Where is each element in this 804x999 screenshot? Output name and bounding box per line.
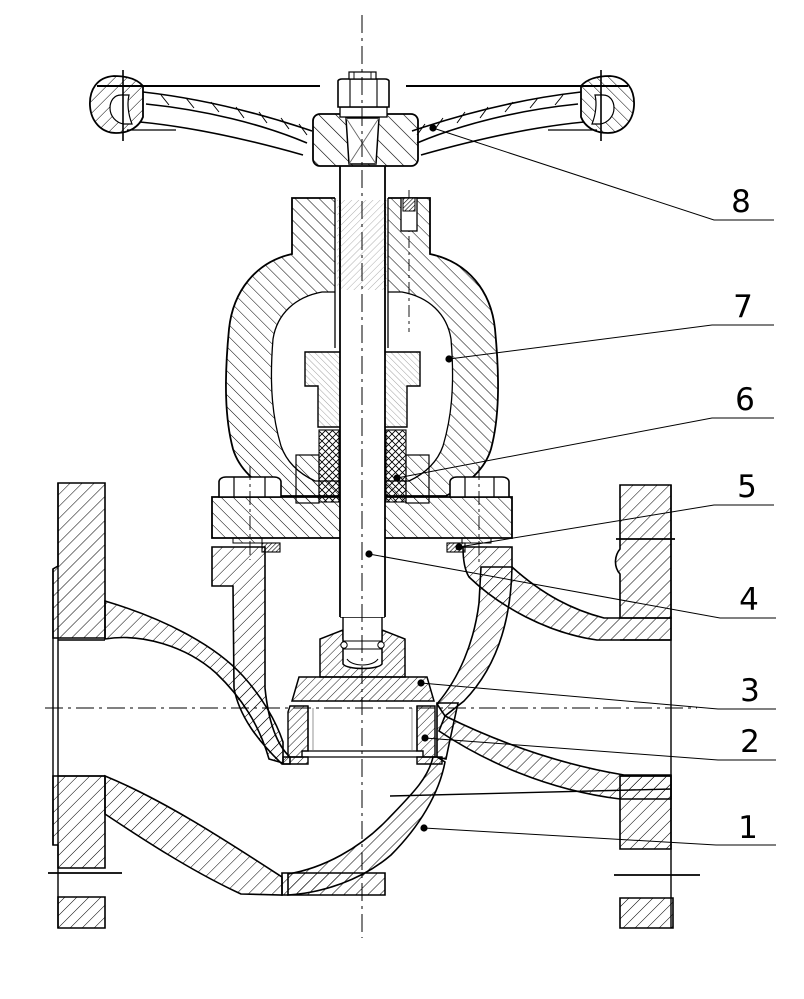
handwheel-nut [337,78,390,108]
callout-6-label: 6 [735,382,755,418]
chamber-right-wall [436,566,513,718]
callout-3-label: 3 [740,673,760,709]
bonnet-bolts [218,466,510,565]
right-flange-foot [619,897,674,929]
sump-floor [281,872,386,896]
disc-nut [319,628,406,678]
inlet-bottom-wall [104,774,283,896]
callout-labels: 8 7 6 5 4 3 2 1 [731,184,760,846]
bolt-hole-ticks [48,538,700,876]
callout-5-leader [455,504,774,551]
callout-3-leader [417,679,776,710]
handwheel-right-half [411,69,635,156]
left-flange-upper [52,482,106,639]
right-flange-upper [614,484,672,619]
seat-support [436,702,459,760]
handwheel-washer [339,106,388,118]
callout-4-label: 4 [739,582,759,618]
callout-4-leader [365,550,776,619]
seat-ring [282,705,443,765]
bushing-pin [400,190,418,332]
body-neck-left [211,546,291,765]
valve-disc [291,628,435,702]
left-flange-lower [52,775,106,869]
right-flange-lower [619,775,672,850]
callout-7-label: 7 [733,289,753,325]
callout-6-leader [393,417,774,482]
callout-8-label: 8 [731,184,751,220]
callout-2-leader [421,734,776,761]
callout-2-label: 2 [740,724,760,760]
handwheel-left-half [89,69,313,156]
valve-body [52,482,674,929]
centerlines [45,15,697,938]
callout-leaders [365,124,776,846]
body-neck-right [462,546,672,641]
callout-1-label: 1 [738,810,758,846]
callout-5-label: 5 [737,469,757,505]
callout-7-leader [445,324,774,363]
callout-8-leader [429,124,774,221]
callout-1-leader [420,824,776,846]
left-flange-foot [57,896,106,929]
bolt-right [449,476,510,498]
flange-face-lines [52,483,672,928]
